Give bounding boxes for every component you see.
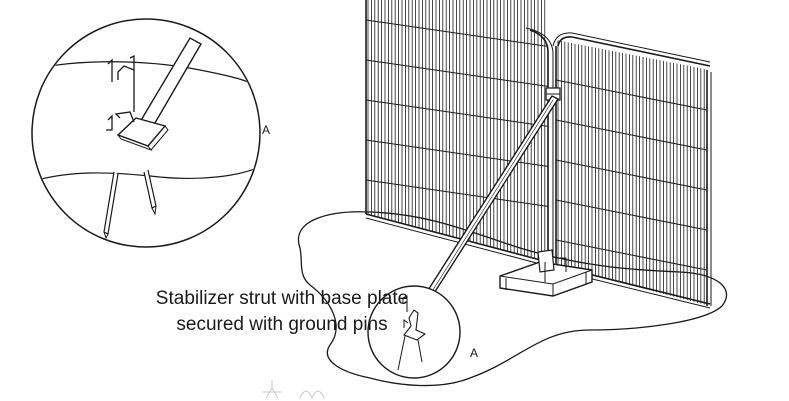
caption-line-2: secured with ground pins xyxy=(176,314,388,335)
callout-label-bottom: A xyxy=(470,346,479,360)
detail-circle-large xyxy=(30,19,262,247)
fence-panel-right xyxy=(553,30,711,310)
diagram-caption: Stabilizer strut with base plate secured… xyxy=(152,286,412,338)
callout-label-top: A xyxy=(262,123,271,137)
fence-foot-block xyxy=(500,250,592,296)
fence-panel-left xyxy=(366,0,553,270)
caption-line-1: Stabilizer strut with base plate xyxy=(155,288,409,309)
detail-circle-small xyxy=(368,286,460,378)
decorative-marks xyxy=(262,380,324,398)
